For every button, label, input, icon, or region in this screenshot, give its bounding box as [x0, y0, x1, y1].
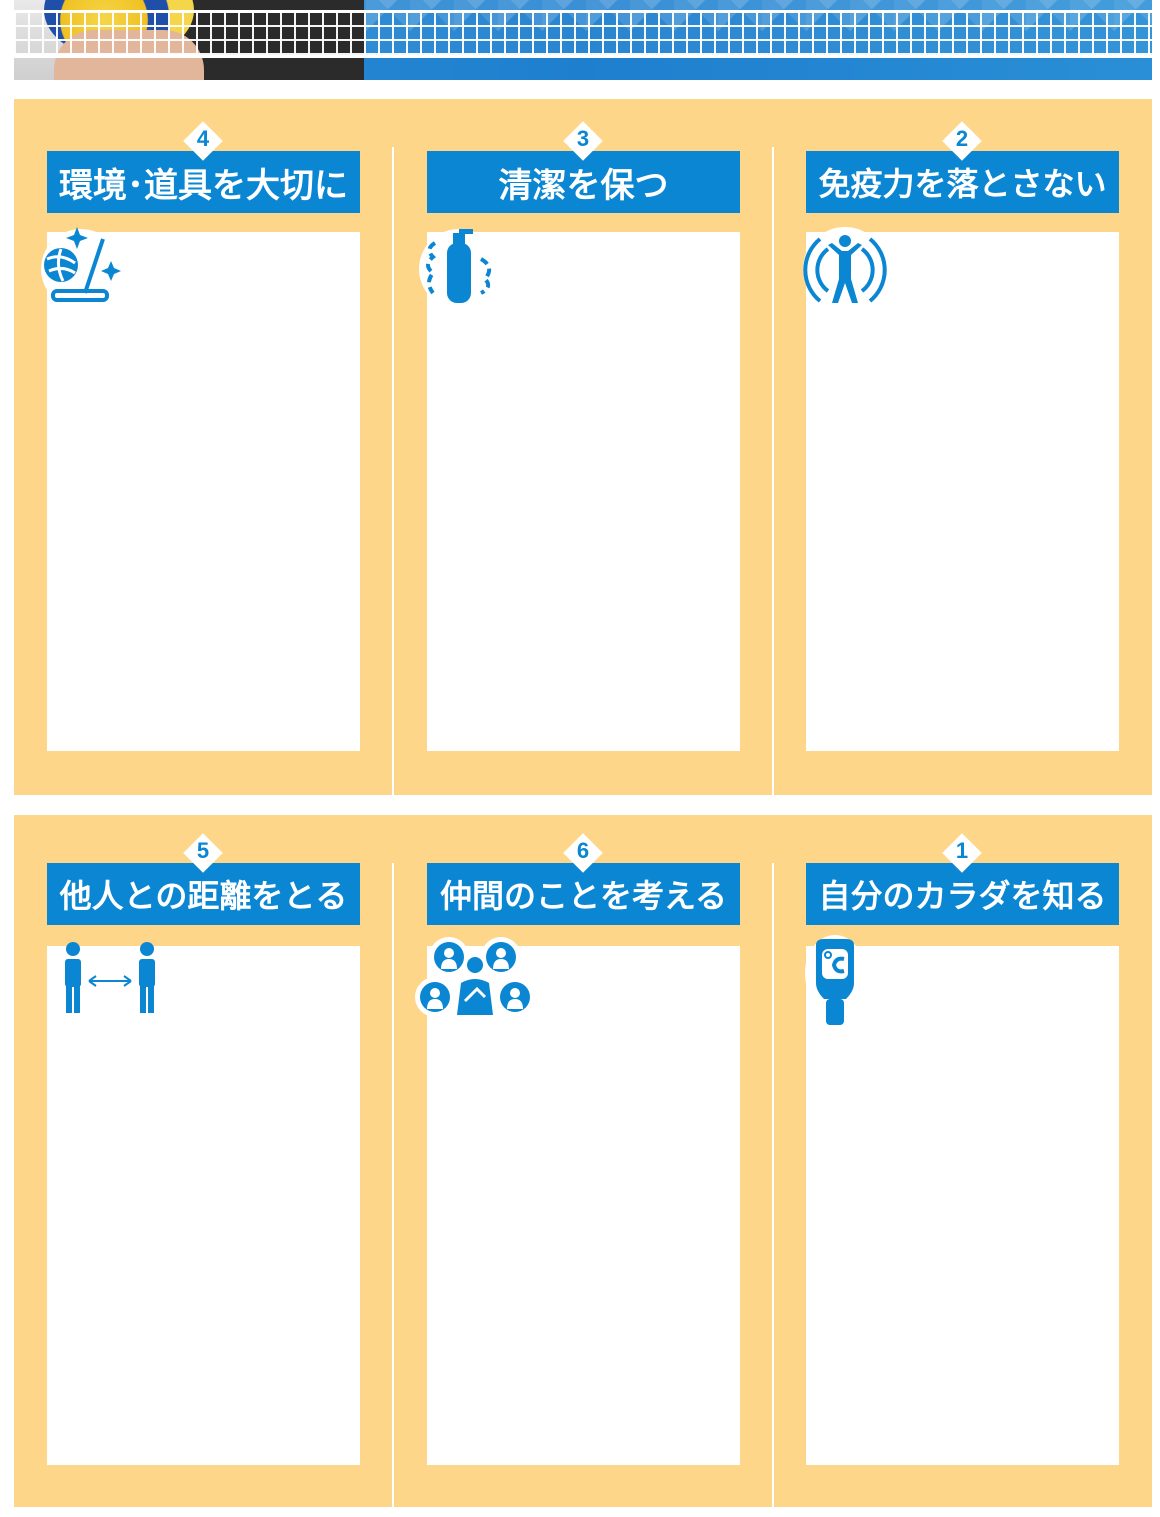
number-badge: 5 — [183, 833, 223, 873]
card-header: 環境･道具を大切に — [47, 151, 360, 213]
column-divider — [392, 863, 394, 1513]
number-label: 6 — [576, 838, 590, 863]
number-badge: 6 — [563, 833, 603, 873]
card-title: 仲間のことを考える — [439, 877, 728, 915]
card-header: 他人との距離をとる — [47, 863, 360, 925]
card-header: 仲間のことを考える — [427, 863, 740, 925]
card-title: 他人との距離をとる — [59, 877, 348, 915]
card-title: 免疫力を落とさない — [818, 165, 1107, 203]
card-title: 環境･道具を大切に — [59, 165, 348, 206]
number-label: 4 — [196, 126, 210, 151]
number-label: 1 — [955, 838, 969, 863]
content-area[interactable] — [806, 232, 1119, 751]
number-label: 2 — [955, 126, 969, 151]
volleyball-mop-icon — [41, 227, 121, 309]
soap-bottle-icon — [419, 229, 499, 309]
group-people-icon — [415, 937, 535, 1017]
card-header: 免疫力を落とさない — [806, 151, 1119, 213]
card-title: 自分のカラダを知る — [818, 877, 1107, 915]
content-area[interactable] — [806, 946, 1119, 1465]
card-header: 清潔を保つ — [427, 151, 740, 213]
player-photo — [14, 0, 364, 80]
number-badge: 3 — [563, 121, 603, 161]
content-area[interactable] — [427, 946, 740, 1465]
body-shield-icon — [803, 227, 887, 311]
content-area[interactable] — [427, 232, 740, 751]
number-badge: 4 — [183, 121, 223, 161]
content-area[interactable] — [47, 946, 360, 1465]
content-area[interactable] — [47, 232, 360, 751]
top-panel: 環境･道具を大切に 4 清潔を保つ 3 — [14, 99, 1152, 799]
column-divider — [392, 147, 394, 799]
top-banner — [14, 0, 1152, 80]
number-label: 3 — [576, 126, 590, 151]
bottom-panel: 他人との距離をとる 5 仲間のことを考える 6 — [14, 815, 1152, 1513]
column-divider — [772, 147, 774, 799]
net-overlay — [14, 10, 364, 58]
social-distance-icon — [65, 942, 155, 1013]
column-divider — [772, 863, 774, 1513]
number-badge: 1 — [942, 833, 982, 873]
number-label: 5 — [196, 838, 210, 863]
number-badge: 2 — [942, 121, 982, 161]
thermometer-icon — [805, 935, 865, 1025]
card-title: 清潔を保つ — [498, 165, 669, 206]
card-header: 自分のカラダを知る — [806, 863, 1119, 925]
